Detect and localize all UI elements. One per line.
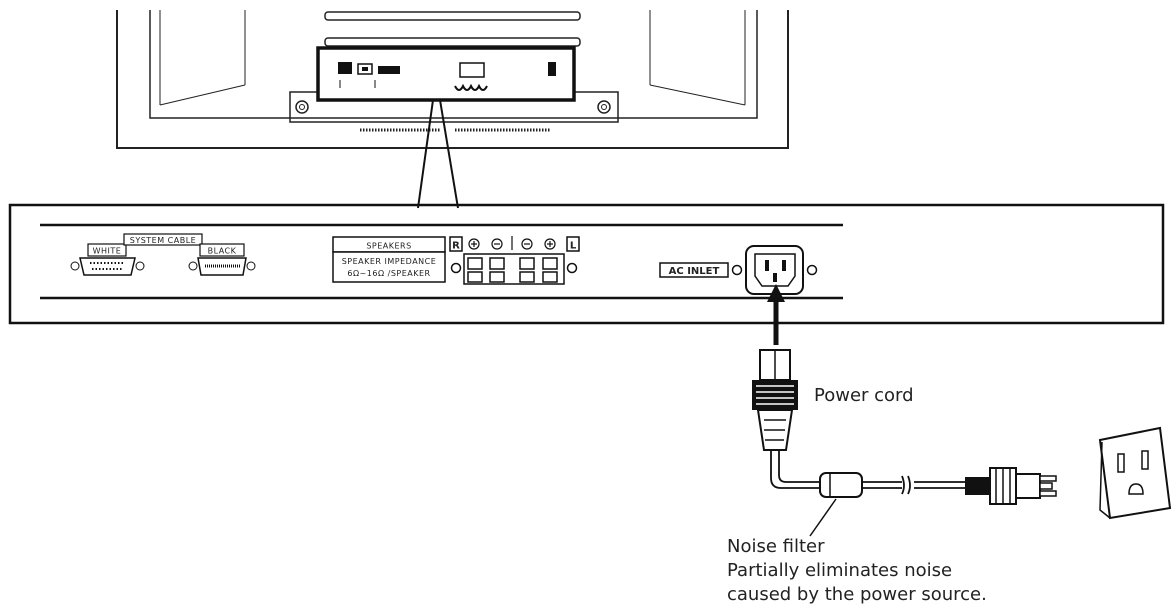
noise-filter-desc-line2: caused by the power source. (727, 584, 987, 605)
terminal-plus-minus-icons (468, 236, 556, 250)
power-cord-label: Power cord (814, 385, 914, 406)
noise-filter (819, 472, 863, 498)
svg-text:AC INLET: AC INLET (669, 266, 720, 277)
noise-filter-desc-line1: Partially eliminates noise (727, 560, 952, 581)
power-cord-plug (752, 349, 798, 451)
system-cable-white-connector: WHITE SYSTEM CABLE (70, 233, 203, 276)
power-cord-cable (770, 450, 965, 495)
noise-filter-leader-line (809, 498, 837, 537)
svg-text:SYSTEM CABLE: SYSTEM CABLE (130, 236, 197, 245)
wall-outlet (1098, 426, 1172, 520)
ac-inlet: AC INLET (659, 245, 818, 295)
noise-filter-label: Noise filter (727, 536, 825, 557)
svg-text:SPEAKERS: SPEAKERS (366, 242, 411, 251)
insert-arrow (767, 284, 785, 345)
svg-text:WHITE: WHITE (93, 247, 122, 256)
svg-text:R: R (452, 241, 460, 252)
svg-text:6Ω~16Ω /SPEAKER: 6Ω~16Ω /SPEAKER (347, 269, 430, 278)
svg-text:BLACK: BLACK (208, 247, 237, 256)
monitor-rear-view (116, 10, 789, 149)
connector-panel-thumbnail (316, 46, 576, 102)
svg-text:L: L (570, 241, 577, 252)
zoom-callout-lines (417, 99, 459, 209)
enlarged-panel (8, 203, 1165, 325)
wall-plug (965, 467, 1057, 505)
speaker-terminals: R L (449, 236, 580, 285)
svg-text:SPEAKER IMPEDANCE: SPEAKER IMPEDANCE (342, 257, 437, 266)
speakers-label-block: SPEAKERS SPEAKER IMPEDANCE 6Ω~16Ω /SPEAK… (332, 236, 446, 283)
system-cable-black-connector: BLACK (188, 243, 256, 276)
